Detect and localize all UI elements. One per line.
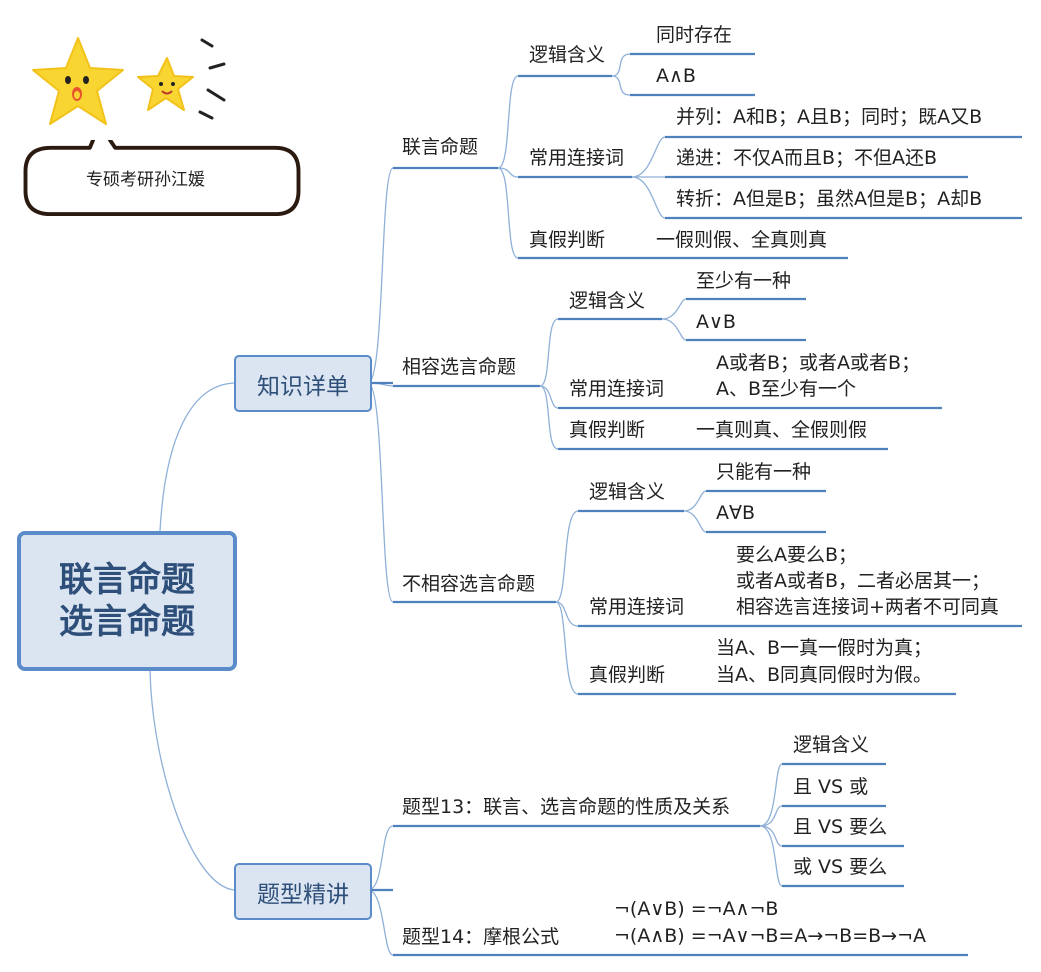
root-line-2: 选言命题 — [59, 602, 195, 642]
type13-title[interactable]: 题型13：联言、选言命题的性质及关系 — [402, 796, 731, 818]
conj-truth[interactable]: 真假判断 — [529, 229, 606, 251]
incompat-truth-1b[interactable]: 当A、B同真同假时为假。 — [716, 664, 933, 686]
conj-words[interactable]: 常用连接词 — [529, 147, 625, 169]
compat-truth[interactable]: 真假判断 — [569, 419, 646, 441]
incompat-meaning[interactable]: 逻辑含义 — [589, 481, 666, 503]
incompat-words[interactable]: 常用连接词 — [589, 596, 685, 618]
type14-formula-2[interactable]: ¬(A∧B) =¬A∨¬B=A→¬B=B→¬A — [614, 925, 927, 947]
compat-truth-1[interactable]: 一真则真、全假则假 — [696, 419, 868, 441]
bubble-text: 专硕考研孙江媛 — [86, 170, 205, 190]
conj-truth-1[interactable]: 一假则假、全真则真 — [656, 229, 828, 251]
conj-words-2[interactable]: 递进：不仅A而且B；不但A还B — [676, 147, 938, 169]
compat-words-1b[interactable]: A、B至少有一个 — [716, 378, 857, 400]
incompat-words-1b[interactable]: 或者A或者B，二者必居其一； — [736, 570, 991, 592]
star-icon — [137, 57, 194, 111]
type13-item[interactable]: 且 VS 要么 — [793, 816, 888, 838]
type13-item[interactable]: 且 VS 或 — [793, 776, 869, 798]
incompat-truth-1a[interactable]: 当A、B一真一假时为真； — [716, 637, 933, 659]
root-line-1: 联言命题 — [59, 560, 195, 600]
type14-formula-1[interactable]: ¬(A∨B) =¬A∧¬B — [614, 898, 779, 920]
conj-words-1[interactable]: 并列：A和B；A且B；同时；既A又B — [676, 106, 983, 128]
conj-meaning-2[interactable]: A∧B — [656, 65, 696, 87]
conj-words-3[interactable]: 转折：A但是B；虽然A但是B；A却B — [676, 188, 983, 210]
speech-bubble — [23, 140, 301, 217]
type13-item[interactable]: 逻辑含义 — [793, 734, 870, 756]
incompat-meaning-2[interactable]: A∀B — [716, 502, 756, 524]
knowledge-topic[interactable]: 知识详单 — [234, 355, 372, 412]
root-topic[interactable]: 联言命题 选言命题 — [17, 531, 237, 671]
incompat-title[interactable]: 不相容选言命题 — [402, 573, 536, 595]
star-icon — [32, 37, 124, 125]
conj-meaning-1[interactable]: 同时存在 — [656, 24, 733, 46]
type13-item[interactable]: 或 VS 要么 — [793, 856, 888, 878]
sparkle-icon — [198, 38, 226, 120]
compat-title[interactable]: 相容选言命题 — [402, 356, 517, 378]
incompat-words-1c[interactable]: 相容选言连接词+两者不可同真 — [736, 596, 999, 618]
incompat-truth[interactable]: 真假判断 — [589, 664, 666, 686]
compat-words[interactable]: 常用连接词 — [569, 378, 665, 400]
compat-words-1a[interactable]: A或者B；或者A或者B； — [716, 352, 921, 374]
incompat-words-1a[interactable]: 要么A要么B； — [736, 544, 858, 566]
type14-title[interactable]: 题型14：摩根公式 — [402, 926, 560, 948]
compat-meaning[interactable]: 逻辑含义 — [569, 290, 646, 312]
incompat-meaning-1[interactable]: 只能有一种 — [716, 461, 812, 483]
compat-meaning-1[interactable]: 至少有一种 — [696, 270, 792, 292]
question-topic[interactable]: 题型精讲 — [234, 863, 372, 920]
conj-title[interactable]: 联言命题 — [402, 136, 479, 158]
compat-meaning-2[interactable]: A∨B — [696, 311, 736, 333]
conj-meaning[interactable]: 逻辑含义 — [529, 44, 606, 66]
